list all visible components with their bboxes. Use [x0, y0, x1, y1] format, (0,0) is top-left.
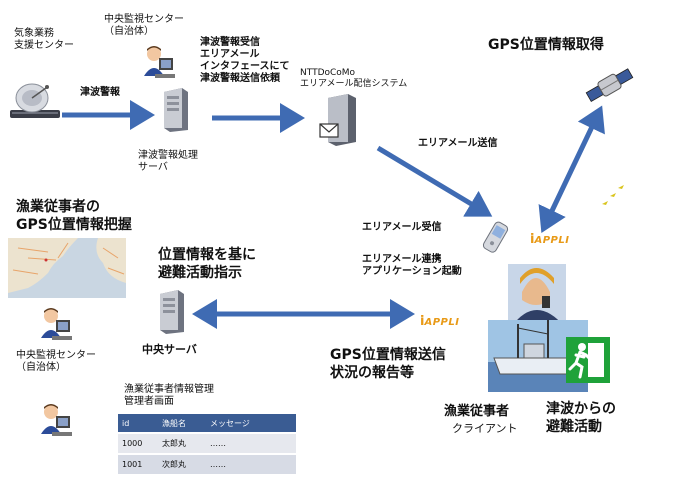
appli-logo-top: ⅰAPPLI: [530, 228, 569, 247]
satellite-dish-icon: [8, 80, 62, 122]
central-server-icon: [158, 290, 186, 334]
areamail-receive-label: エリアメール受信: [362, 222, 442, 233]
satellite-icon: [584, 66, 636, 106]
map-image: [8, 238, 126, 298]
mobile-phone-icon: [480, 218, 510, 258]
operator-top-icon: [141, 44, 175, 82]
jma-label-text: 気象業務 支援センター: [14, 28, 74, 51]
tsunami-alert-label: 津波警報: [80, 87, 120, 98]
table-cell-message: ……: [206, 453, 296, 474]
client-label: クライアント: [452, 422, 518, 435]
table-header-id: id: [118, 414, 158, 433]
fishery-info-table: id 漁船名 メッセージ 1000 太郎丸 …… 1001 次郎丸 ……: [118, 414, 296, 474]
mgmt-screen-label: 漁業従事者情報管理 管理者画面: [124, 384, 214, 407]
fishery-gps-label: 漁業従事者の GPS位置情報把握: [16, 199, 132, 233]
tsunami-server-icon: [162, 88, 190, 132]
mail-server-icon: [318, 94, 360, 146]
signal-waves-icon: [598, 180, 628, 210]
table-header-ship-name: 漁船名: [158, 414, 206, 433]
fishery-client-label: 漁業従事者: [444, 404, 510, 419]
fishery-table: id 漁船名 メッセージ 1000 太郎丸 …… 1001 次郎丸 ……: [118, 414, 296, 474]
emergency-exit-icon: [566, 337, 610, 383]
table-cell-id: 1001: [118, 453, 158, 474]
areamail-send-label: エリアメール送信: [418, 138, 498, 149]
arrow-docomo-to-phone: [376, 145, 493, 217]
jma-label: 気象業務 支援センター: [14, 28, 74, 52]
operator-bottom-icon: [38, 306, 72, 344]
table-header-message: メッセージ: [206, 414, 296, 433]
appli-mark-icon: ⅰ: [530, 232, 535, 247]
central-server-label: 中央サーバ: [142, 343, 197, 356]
central-center-bottom-label: 中央監視センター （自治体）: [16, 350, 96, 373]
central-center-top-label: 中央監視センター （自治体）: [104, 14, 184, 37]
receive-request-label: 津波警報受信 エリアメール インタフェースにて 津波警報送信依頼: [200, 37, 290, 84]
gps-report-label: GPS位置情報送信 状況の報告等: [330, 347, 446, 381]
arrow-satellite-phone: [538, 105, 605, 234]
table-row[interactable]: 1000 太郎丸 ……: [118, 432, 296, 454]
position-instruct-label: 位置情報を基に 避難活動指示: [158, 247, 256, 281]
operator-mgmt-icon: [38, 402, 72, 440]
table-cell-message: ……: [206, 432, 296, 454]
table-cell-ship-name: 太郎丸: [158, 432, 206, 454]
gps-acquire-label: GPS位置情報取得: [488, 37, 604, 53]
appli-logo-bottom: ⅰAPPLI: [420, 310, 459, 329]
evacuation-label: 津波からの 避難活動: [546, 401, 616, 435]
docomo-system-label: NTTDoCoMo エリアメール配信システム: [300, 68, 408, 89]
appli-brand-text: APPLI: [534, 235, 570, 246]
tsunami-server-label: 津波警報処理 サーバ: [138, 150, 198, 173]
appli-mark-icon: ⅰ: [420, 314, 425, 329]
appli-brand-text: APPLI: [424, 317, 460, 328]
app-launch-label: エリアメール連携 アプリケーション起動: [362, 254, 462, 277]
table-cell-id: 1000: [118, 432, 158, 454]
table-cell-ship-name: 次郎丸: [158, 453, 206, 474]
table-row[interactable]: 1001 次郎丸 ……: [118, 453, 296, 474]
